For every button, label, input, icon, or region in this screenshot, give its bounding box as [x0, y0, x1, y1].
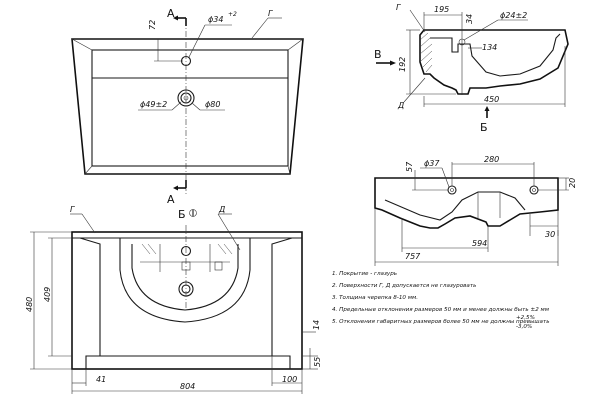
label-d-front: Д	[218, 205, 225, 214]
dim-41: 41	[96, 375, 106, 384]
label-g-front: Г	[70, 205, 75, 214]
tolerance-upper: +2,5%	[516, 315, 535, 321]
note-4: 4. Предельные отклонения размеров 50 мм …	[332, 307, 550, 313]
dim-100: 100	[282, 375, 297, 384]
overflow-hole-right	[529, 185, 539, 195]
dim-55: 55	[313, 357, 322, 367]
dim-594: 594	[472, 239, 487, 248]
note-5: 5. Отклонения габаритных размеров более …	[332, 319, 550, 325]
label-g-side: Г	[396, 3, 401, 12]
overflow-hole-left	[447, 185, 457, 195]
view-bb-label: Б	[480, 121, 488, 134]
dim-450: 450	[484, 95, 499, 104]
top-view: А А 72 ϕ34 +2 Г ϕ49±2 ϕ80	[71, 7, 304, 206]
dim-phi24: ϕ24±2	[500, 11, 527, 20]
tolerance-lower: -3,0%	[516, 324, 532, 330]
dim-57: 57	[405, 161, 414, 172]
dim-804: 804	[180, 382, 195, 391]
dim-phi34: ϕ34	[208, 15, 223, 24]
section-a-top-label: А	[167, 7, 175, 20]
dim-phi49: ϕ49±2	[140, 100, 167, 109]
section-aa: ϕ37 280 57 20 30 594 757	[374, 155, 577, 266]
dim-phi34-tol: +2	[228, 11, 237, 18]
section-a-bottom-label: А	[167, 193, 175, 206]
note-2: 2. Поверхности Г, Д допускается не глазу…	[332, 283, 476, 289]
label-g-top: Г	[268, 9, 273, 18]
basin-bowl	[119, 238, 251, 323]
dim-480: 480	[25, 297, 34, 312]
dim-34: 34	[465, 14, 474, 24]
dim-757: 757	[405, 252, 421, 261]
label-d-side: Д	[397, 101, 404, 110]
dim-195: 195	[434, 5, 449, 14]
view-b-front-label: Б	[178, 208, 186, 221]
dim-409: 409	[43, 287, 52, 302]
front-view: Б Г Д	[25, 205, 322, 394]
view-b-label: В	[374, 48, 382, 61]
side-section: 195 34 ϕ24±2 134 Г 192 450 В Д Б	[374, 3, 569, 134]
note-1: 1. Покрытие - глазурь	[332, 271, 397, 277]
dim-192: 192	[398, 57, 407, 72]
dim-30: 30	[545, 230, 555, 239]
notes-block: 1. Покрытие - глазурь 2. Поверхности Г, …	[332, 271, 550, 330]
dim-20: 20	[568, 178, 577, 188]
dim-phi80: ϕ80	[205, 100, 220, 109]
dim-134: 134	[482, 43, 497, 52]
dim-72: 72	[148, 20, 157, 30]
dim-280: 280	[484, 155, 499, 164]
dim-phi37: ϕ37	[424, 159, 440, 168]
dim-14: 14	[312, 320, 321, 330]
note-3: 3. Толщина черепка 8-10 мм.	[332, 295, 418, 301]
